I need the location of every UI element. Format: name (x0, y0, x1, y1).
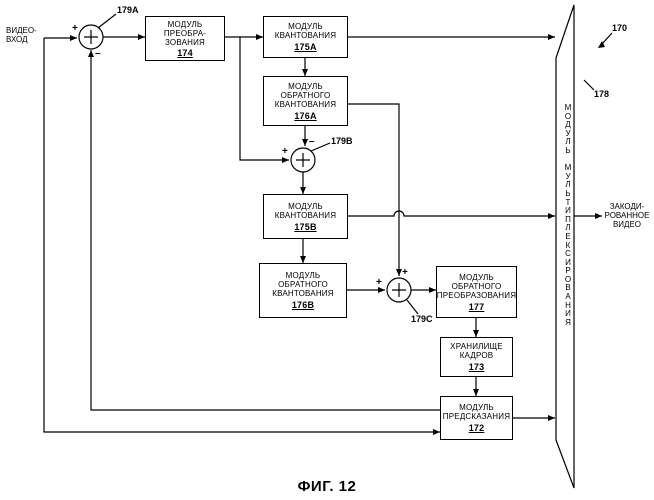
figure-number: 170 (612, 24, 627, 33)
adder-179b-minus-sign: – (309, 137, 315, 147)
adder-179a-plus-sign: + (72, 24, 78, 34)
mux-block-number: 178 (594, 90, 609, 99)
adder-179a-minus-sign: – (95, 49, 101, 59)
adder-179a-number: 179A (117, 6, 139, 15)
frame-store-block-number: 173 (469, 363, 485, 372)
quant-a-block-number: 175A (294, 43, 316, 52)
prediction-block-number: 172 (469, 424, 485, 433)
mux-block-label: МОДУЛЬ МУЛЬТИПЛЕКСИРОВАНИЯ (563, 104, 573, 327)
adder-179c-plus-sign-left: + (376, 278, 382, 288)
adder-179b-plus-sign: + (282, 147, 288, 157)
inv-transform-block-number: 177 (469, 303, 485, 312)
adder-179c-number: 179C (411, 315, 433, 324)
inv-quant-a-block-number: 176A (294, 112, 316, 121)
frame-store-block: ХРАНИЛИЩЕ КАДРОВ 173 (440, 337, 513, 377)
quant-b-block-number: 175B (294, 223, 316, 232)
adder-179b-number: 179B (331, 137, 353, 146)
inv-quant-b-block-number: 176B (292, 301, 314, 310)
inv-transform-block: МОДУЛЬ ОБРАТНОГО ПРЕОБРАЗОВАНИЯ 177 (436, 266, 517, 318)
input-to-prediction-arrow (44, 38, 440, 432)
adder-179c-plus-sign-top: + (402, 268, 408, 278)
quant-a-block: МОДУЛЬ КВАНТОВАНИЯ 175A (263, 16, 348, 58)
transform-block: МОДУЛЬ ПРЕОБРА- ЗОВАНИЯ 174 (145, 16, 225, 61)
prediction-block: МОДУЛЬ ПРЕДСКАЗАНИЯ 172 (440, 396, 513, 440)
video-in-label: ВИДЕО- ВХОД (6, 26, 37, 44)
figure-caption: ФИГ. 12 (0, 478, 654, 495)
encoded-video-label: ЗАКОДИ- РОВАННОЕ ВИДЕО (604, 202, 650, 229)
inv-quant-b-block: МОДУЛЬ ОБРАТНОГО КВАНТОВАНИЯ 176B (259, 263, 347, 318)
quant-b-block: МОДУЛЬ КВАНТОВАНИЯ 175B (263, 194, 348, 239)
inv-quant-a-block: МОДУЛЬ ОБРАТНОГО КВАНТОВАНИЯ 176A (263, 76, 348, 126)
transform-block-number: 174 (177, 49, 193, 58)
